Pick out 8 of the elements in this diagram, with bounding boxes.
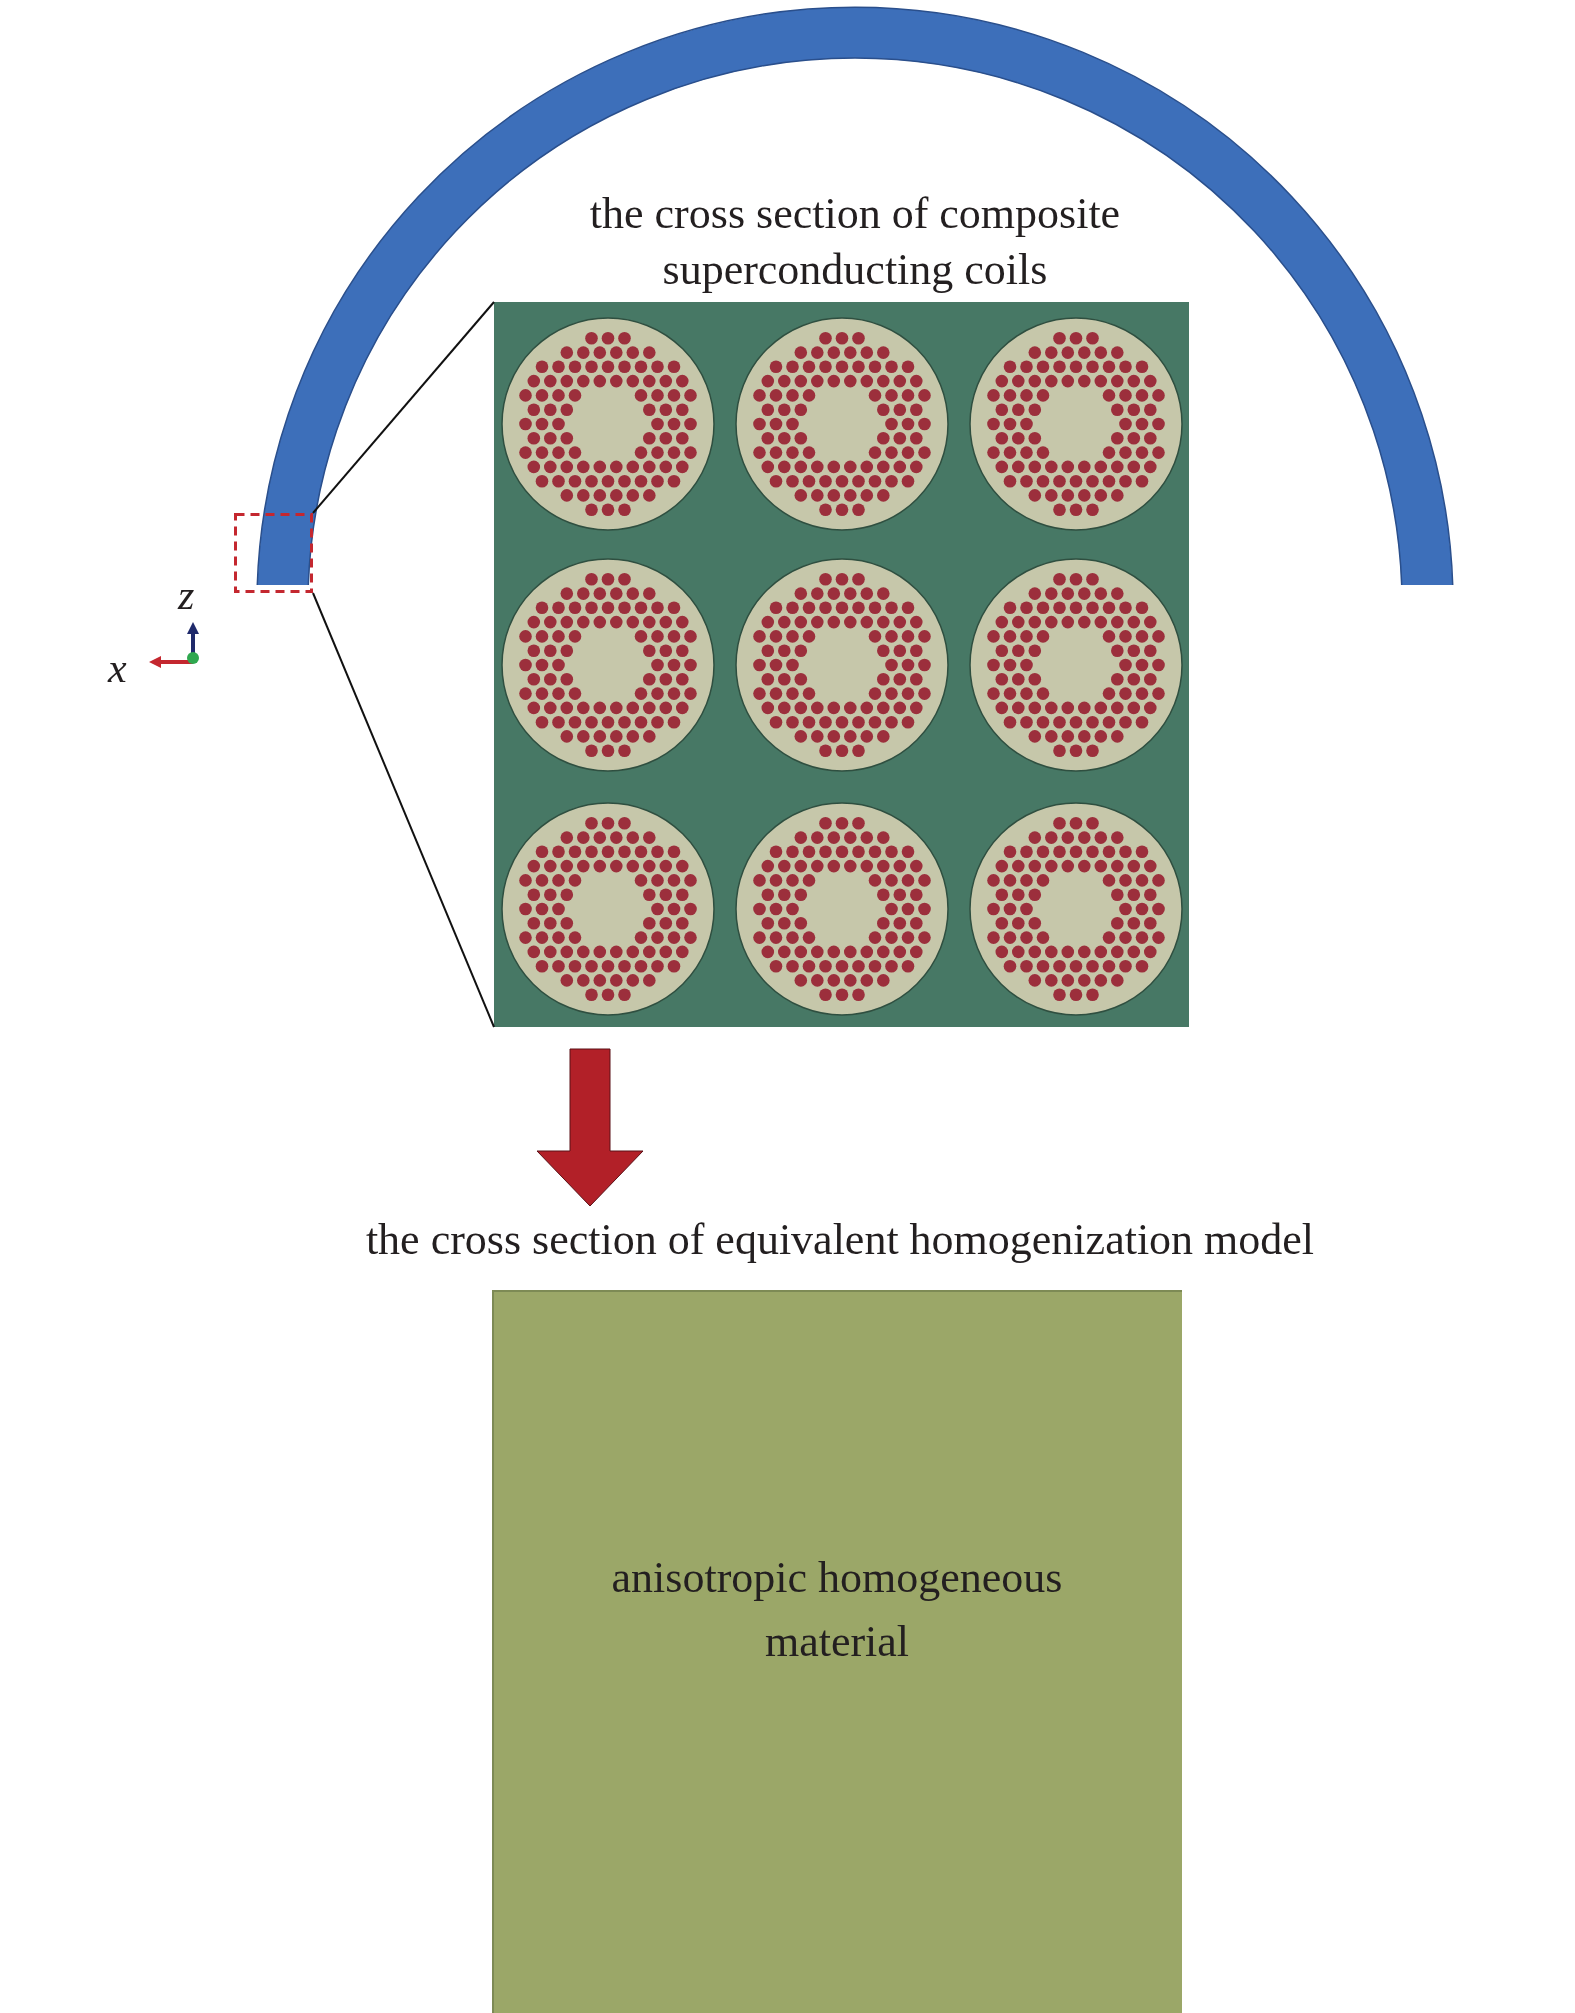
axis-label: z [178, 572, 195, 618]
zoom-line [312, 592, 495, 1028]
axis-label: x [108, 645, 127, 691]
arrow [536, 1048, 644, 1207]
zoom-line [312, 301, 495, 514]
material-label: anisotropic homogeneous material [610, 1552, 1064, 1668]
heading: the cross section of composite superconducting coils [588, 188, 1122, 296]
heading: the cross section of equivalent homogenization model [364, 1214, 1316, 1266]
